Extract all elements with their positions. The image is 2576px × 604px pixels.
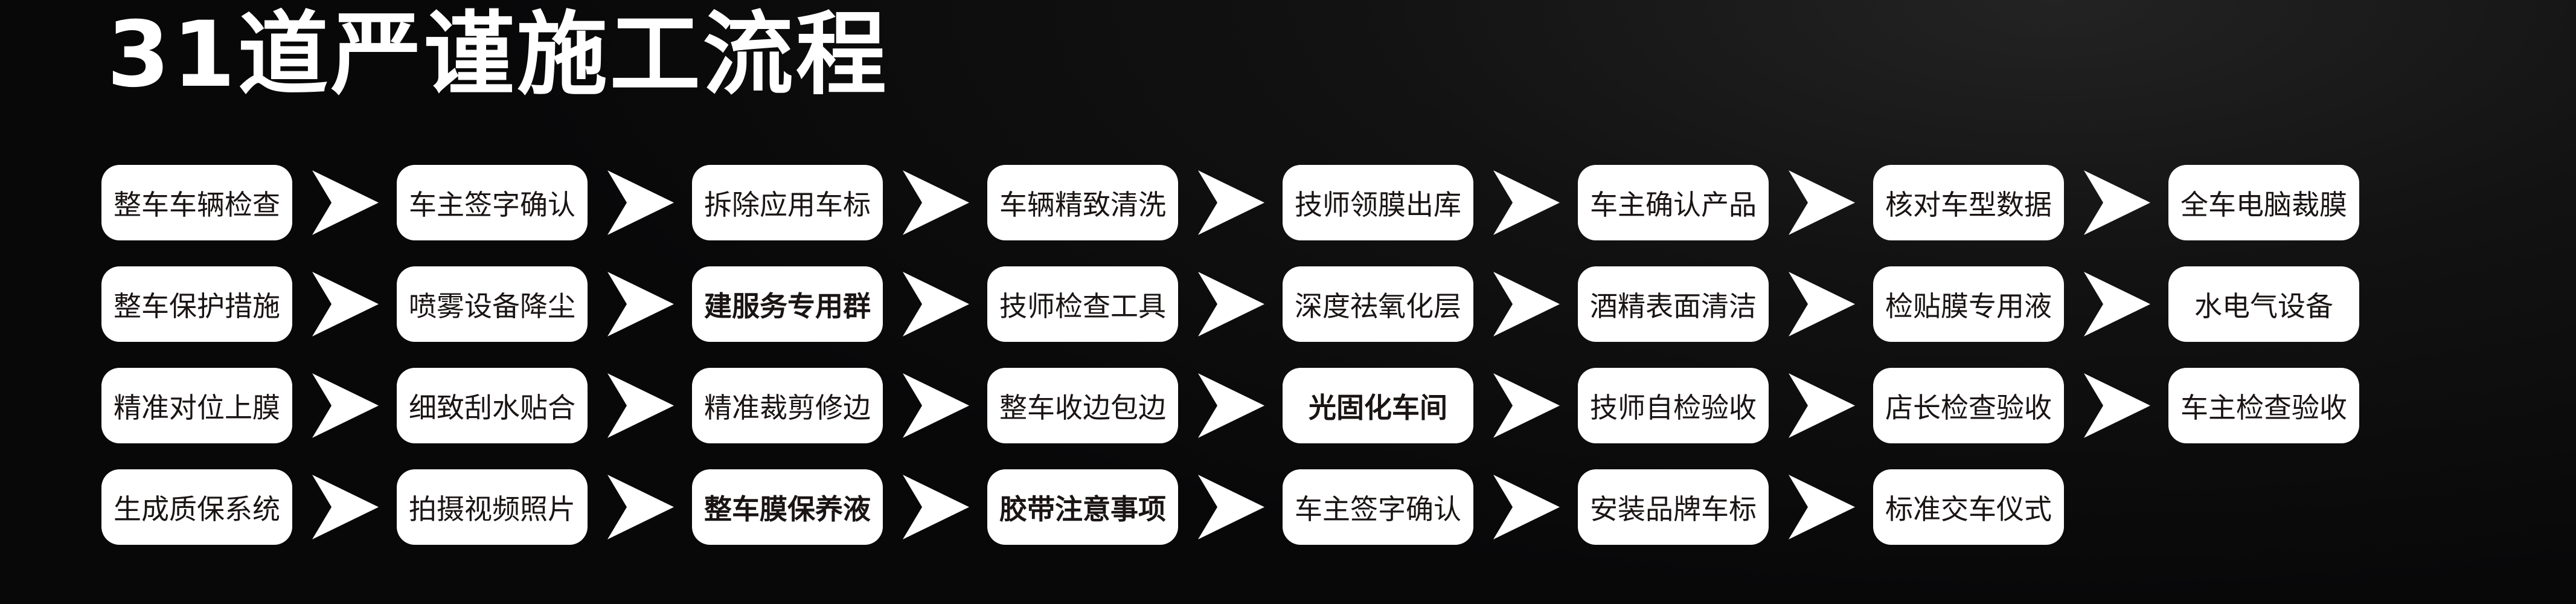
chevron-right-icon bbox=[1198, 170, 1264, 235]
process-row: 整车保护措施 喷雾设备降尘 建服务专用群 技师检查工具 深度祛氧化层 酒精表面清洁 检贴膜专… bbox=[101, 266, 2359, 342]
process-step: 细致刮水贴合 bbox=[397, 368, 588, 443]
process-step: 车主确认产品 bbox=[1578, 165, 1769, 240]
process-step: 技师检查工具 bbox=[987, 266, 1178, 342]
chevron-right-icon bbox=[1789, 170, 1855, 235]
process-step: 安装品牌车标 bbox=[1578, 469, 1769, 545]
chevron-right-icon bbox=[607, 475, 674, 539]
chevron-right-icon bbox=[1198, 272, 1264, 336]
process-step: 整车保护措施 bbox=[101, 266, 292, 342]
chevron-right-icon bbox=[903, 475, 969, 539]
chevron-right-icon bbox=[312, 373, 379, 438]
process-step: 车主签字确认 bbox=[397, 165, 588, 240]
chevron-right-icon bbox=[1493, 373, 1560, 438]
process-step: 整车收边包边 bbox=[987, 368, 1178, 443]
process-step: 全车电脑裁膜 bbox=[2168, 165, 2359, 240]
process-step: 生成质保系统 bbox=[101, 469, 292, 545]
chevron-right-icon bbox=[2084, 272, 2150, 336]
chevron-right-icon bbox=[607, 373, 674, 438]
process-step: 标准交车仪式 bbox=[1873, 469, 2064, 545]
chevron-right-icon bbox=[903, 170, 969, 235]
chevron-right-icon bbox=[1198, 475, 1264, 539]
process-step: 精准裁剪修边 bbox=[692, 368, 883, 443]
page-title: 31道严谨施工流程 bbox=[107, 2, 889, 108]
process-row: 整车车辆检查 车主签字确认 拆除应用车标 车辆精致清洗 技师领膜出库 车主确认产品 核对车型… bbox=[101, 165, 2359, 240]
process-step: 店长检查验收 bbox=[1873, 368, 2064, 443]
process-step: 拍摄视频照片 bbox=[397, 469, 588, 545]
process-steps-grid: 整车车辆检查车主签字确认拆除应用车标车辆精致清洗技师领膜出库车主确认产品核对车型… bbox=[101, 165, 2359, 571]
process-step: 深度祛氧化层 bbox=[1283, 266, 1473, 342]
chevron-right-icon bbox=[607, 272, 674, 336]
chevron-right-icon bbox=[312, 475, 379, 539]
chevron-right-icon bbox=[1493, 475, 1560, 539]
chevron-right-icon bbox=[903, 272, 969, 336]
process-step: 拆除应用车标 bbox=[692, 165, 883, 240]
process-step: 技师自检验收 bbox=[1578, 368, 1769, 443]
chevron-right-icon bbox=[312, 170, 379, 235]
chevron-right-icon bbox=[1493, 272, 1560, 336]
chevron-right-icon bbox=[2084, 373, 2150, 438]
process-step: 喷雾设备降尘 bbox=[397, 266, 588, 342]
process-row: 精准对位上膜 细致刮水贴合 精准裁剪修边 整车收边包边 光固化车间 技师自检验收 店长检查验… bbox=[101, 368, 2359, 443]
process-step: 建服务专用群 bbox=[692, 266, 883, 342]
chevron-right-icon bbox=[1789, 272, 1855, 336]
chevron-right-icon bbox=[1198, 373, 1264, 438]
chevron-right-icon bbox=[312, 272, 379, 336]
chevron-right-icon bbox=[1789, 475, 1855, 539]
chevron-right-icon bbox=[607, 170, 674, 235]
process-step: 技师领膜出库 bbox=[1283, 165, 1473, 240]
chevron-right-icon bbox=[2084, 170, 2150, 235]
process-step: 车辆精致清洗 bbox=[987, 165, 1178, 240]
process-step: 车主检查验收 bbox=[2168, 368, 2359, 443]
process-step: 胶带注意事项 bbox=[987, 469, 1178, 545]
process-step: 整车膜保养液 bbox=[692, 469, 883, 545]
process-step: 光固化车间 bbox=[1283, 368, 1473, 443]
process-step: 水电气设备 bbox=[2168, 266, 2359, 342]
process-step: 精准对位上膜 bbox=[101, 368, 292, 443]
chevron-right-icon bbox=[1493, 170, 1560, 235]
process-step: 酒精表面清洁 bbox=[1578, 266, 1769, 342]
process-step: 检贴膜专用液 bbox=[1873, 266, 2064, 342]
process-row: 生成质保系统 拍摄视频照片 整车膜保养液 胶带注意事项 车主签字确认 安装品牌车标 标准交车… bbox=[101, 469, 2359, 545]
chevron-right-icon bbox=[1789, 373, 1855, 438]
process-step: 车主签字确认 bbox=[1283, 469, 1473, 545]
process-step: 核对车型数据 bbox=[1873, 165, 2064, 240]
process-step: 整车车辆检查 bbox=[101, 165, 292, 240]
chevron-right-icon bbox=[903, 373, 969, 438]
